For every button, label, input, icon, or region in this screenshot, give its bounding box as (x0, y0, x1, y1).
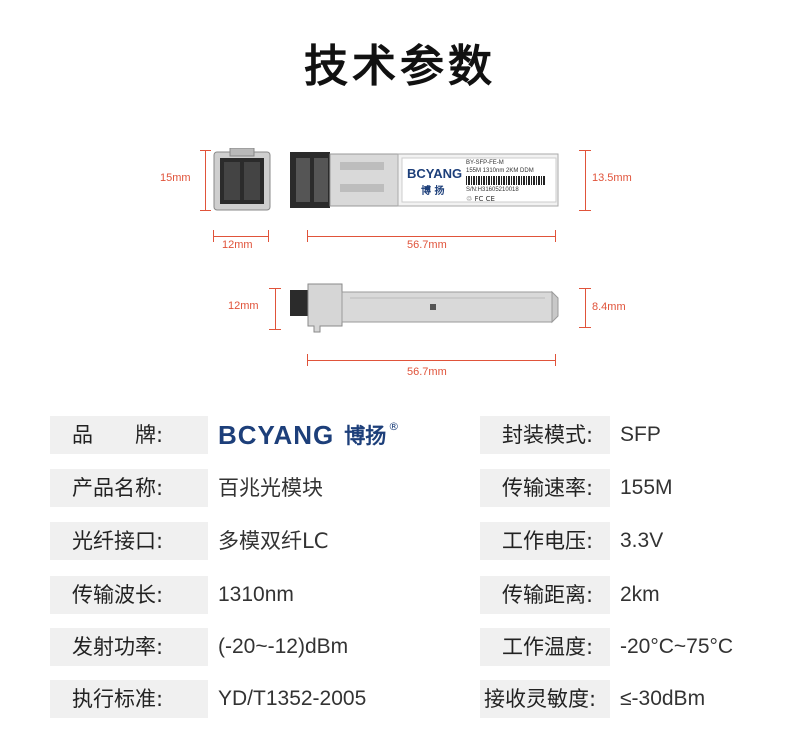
side-height-right-dim: 8.4mm (592, 301, 626, 313)
front-height-line (205, 150, 206, 210)
module-model: BY-SFP-FE-M (466, 160, 504, 166)
spec-value: 2km (620, 583, 660, 606)
spec-label: 接收灵敏度: (480, 680, 610, 718)
top-height-dim: 13.5mm (592, 172, 632, 184)
spec-label: 工作电压: (480, 522, 610, 560)
module-spec: 155M 1310nm 2KM DDM (466, 168, 534, 174)
side-height-left-dim: 12mm (228, 300, 259, 312)
page-title: 技术参数 (304, 41, 496, 92)
spec-value: YD/T1352-2005 (218, 687, 367, 710)
top-view-drawing (290, 152, 559, 208)
registered-mark: ® (388, 420, 400, 433)
module-barcode (466, 176, 546, 185)
side-length-dim: 56.7mm (407, 366, 447, 378)
brand-logo: BCYANG 博扬 ® (218, 416, 399, 454)
module-brand-cn: 博 扬 (421, 186, 445, 197)
spec-label: 封装模式: (480, 416, 610, 454)
spec-label: 传输速率: (480, 469, 610, 507)
side-view-drawing (290, 283, 559, 333)
spec-value: 3.3V (620, 529, 664, 552)
side-height-right-line (585, 288, 586, 328)
spec-value: 1310nm (218, 583, 294, 606)
spec-value: SFP (620, 423, 661, 446)
spec-value: (-20~-12)dBm (218, 635, 349, 658)
spec-value: 百兆光模块 (218, 476, 323, 500)
spec-value: 多模双纤LC (218, 529, 329, 553)
brand-name-cn: 博扬 (344, 424, 387, 448)
spec-label: 发射功率: (50, 628, 208, 666)
module-serial: S/N:H31605210018 (466, 187, 519, 193)
front-width-line (213, 236, 269, 237)
spec-label: 传输波长: (50, 576, 208, 614)
spec-label: 工作温度: (480, 628, 610, 666)
spec-label: 光纤接口: (50, 522, 208, 560)
spec-row: 执行标准: YD/T1352-2005 接收灵敏度: ≤-30dBm (0, 680, 800, 718)
top-height-line (585, 150, 586, 210)
spec-label: 品 牌: (50, 416, 208, 454)
spec-row: 光纤接口: 多模双纤LC 工作电压: 3.3V (0, 522, 800, 560)
top-length-line (307, 236, 556, 237)
side-length-line (307, 360, 556, 361)
front-view-drawing (213, 148, 271, 211)
spec-label: 执行标准: (50, 680, 208, 718)
spec-label: 传输距离: (480, 576, 610, 614)
spec-row-brand: 品 牌: BCYANG 博扬 ® 封装模式: SFP (0, 416, 800, 454)
top-length-dim: 56.7mm (407, 239, 447, 251)
spec-row: 产品名称: 百兆光模块 传输速率: 155M (0, 469, 800, 507)
front-width-dim: 12mm (222, 239, 253, 251)
spec-label: 产品名称: (50, 469, 208, 507)
side-height-left-line (275, 288, 276, 330)
spec-row: 发射功率: (-20~-12)dBm 工作温度: -20°C~75°C (0, 628, 800, 666)
spec-row: 传输波长: 1310nm 传输距离: 2km (0, 576, 800, 614)
module-brand: BCYANG (407, 166, 463, 181)
spec-value: ≤-30dBm (620, 687, 706, 710)
brand-name-en: BCYANG (218, 419, 335, 450)
spec-value: -20°C~75°C (620, 635, 734, 658)
certification-icons: ♲ FC CE (466, 195, 495, 203)
spec-value: 155M (620, 476, 673, 499)
front-height-dim: 15mm (160, 172, 191, 184)
